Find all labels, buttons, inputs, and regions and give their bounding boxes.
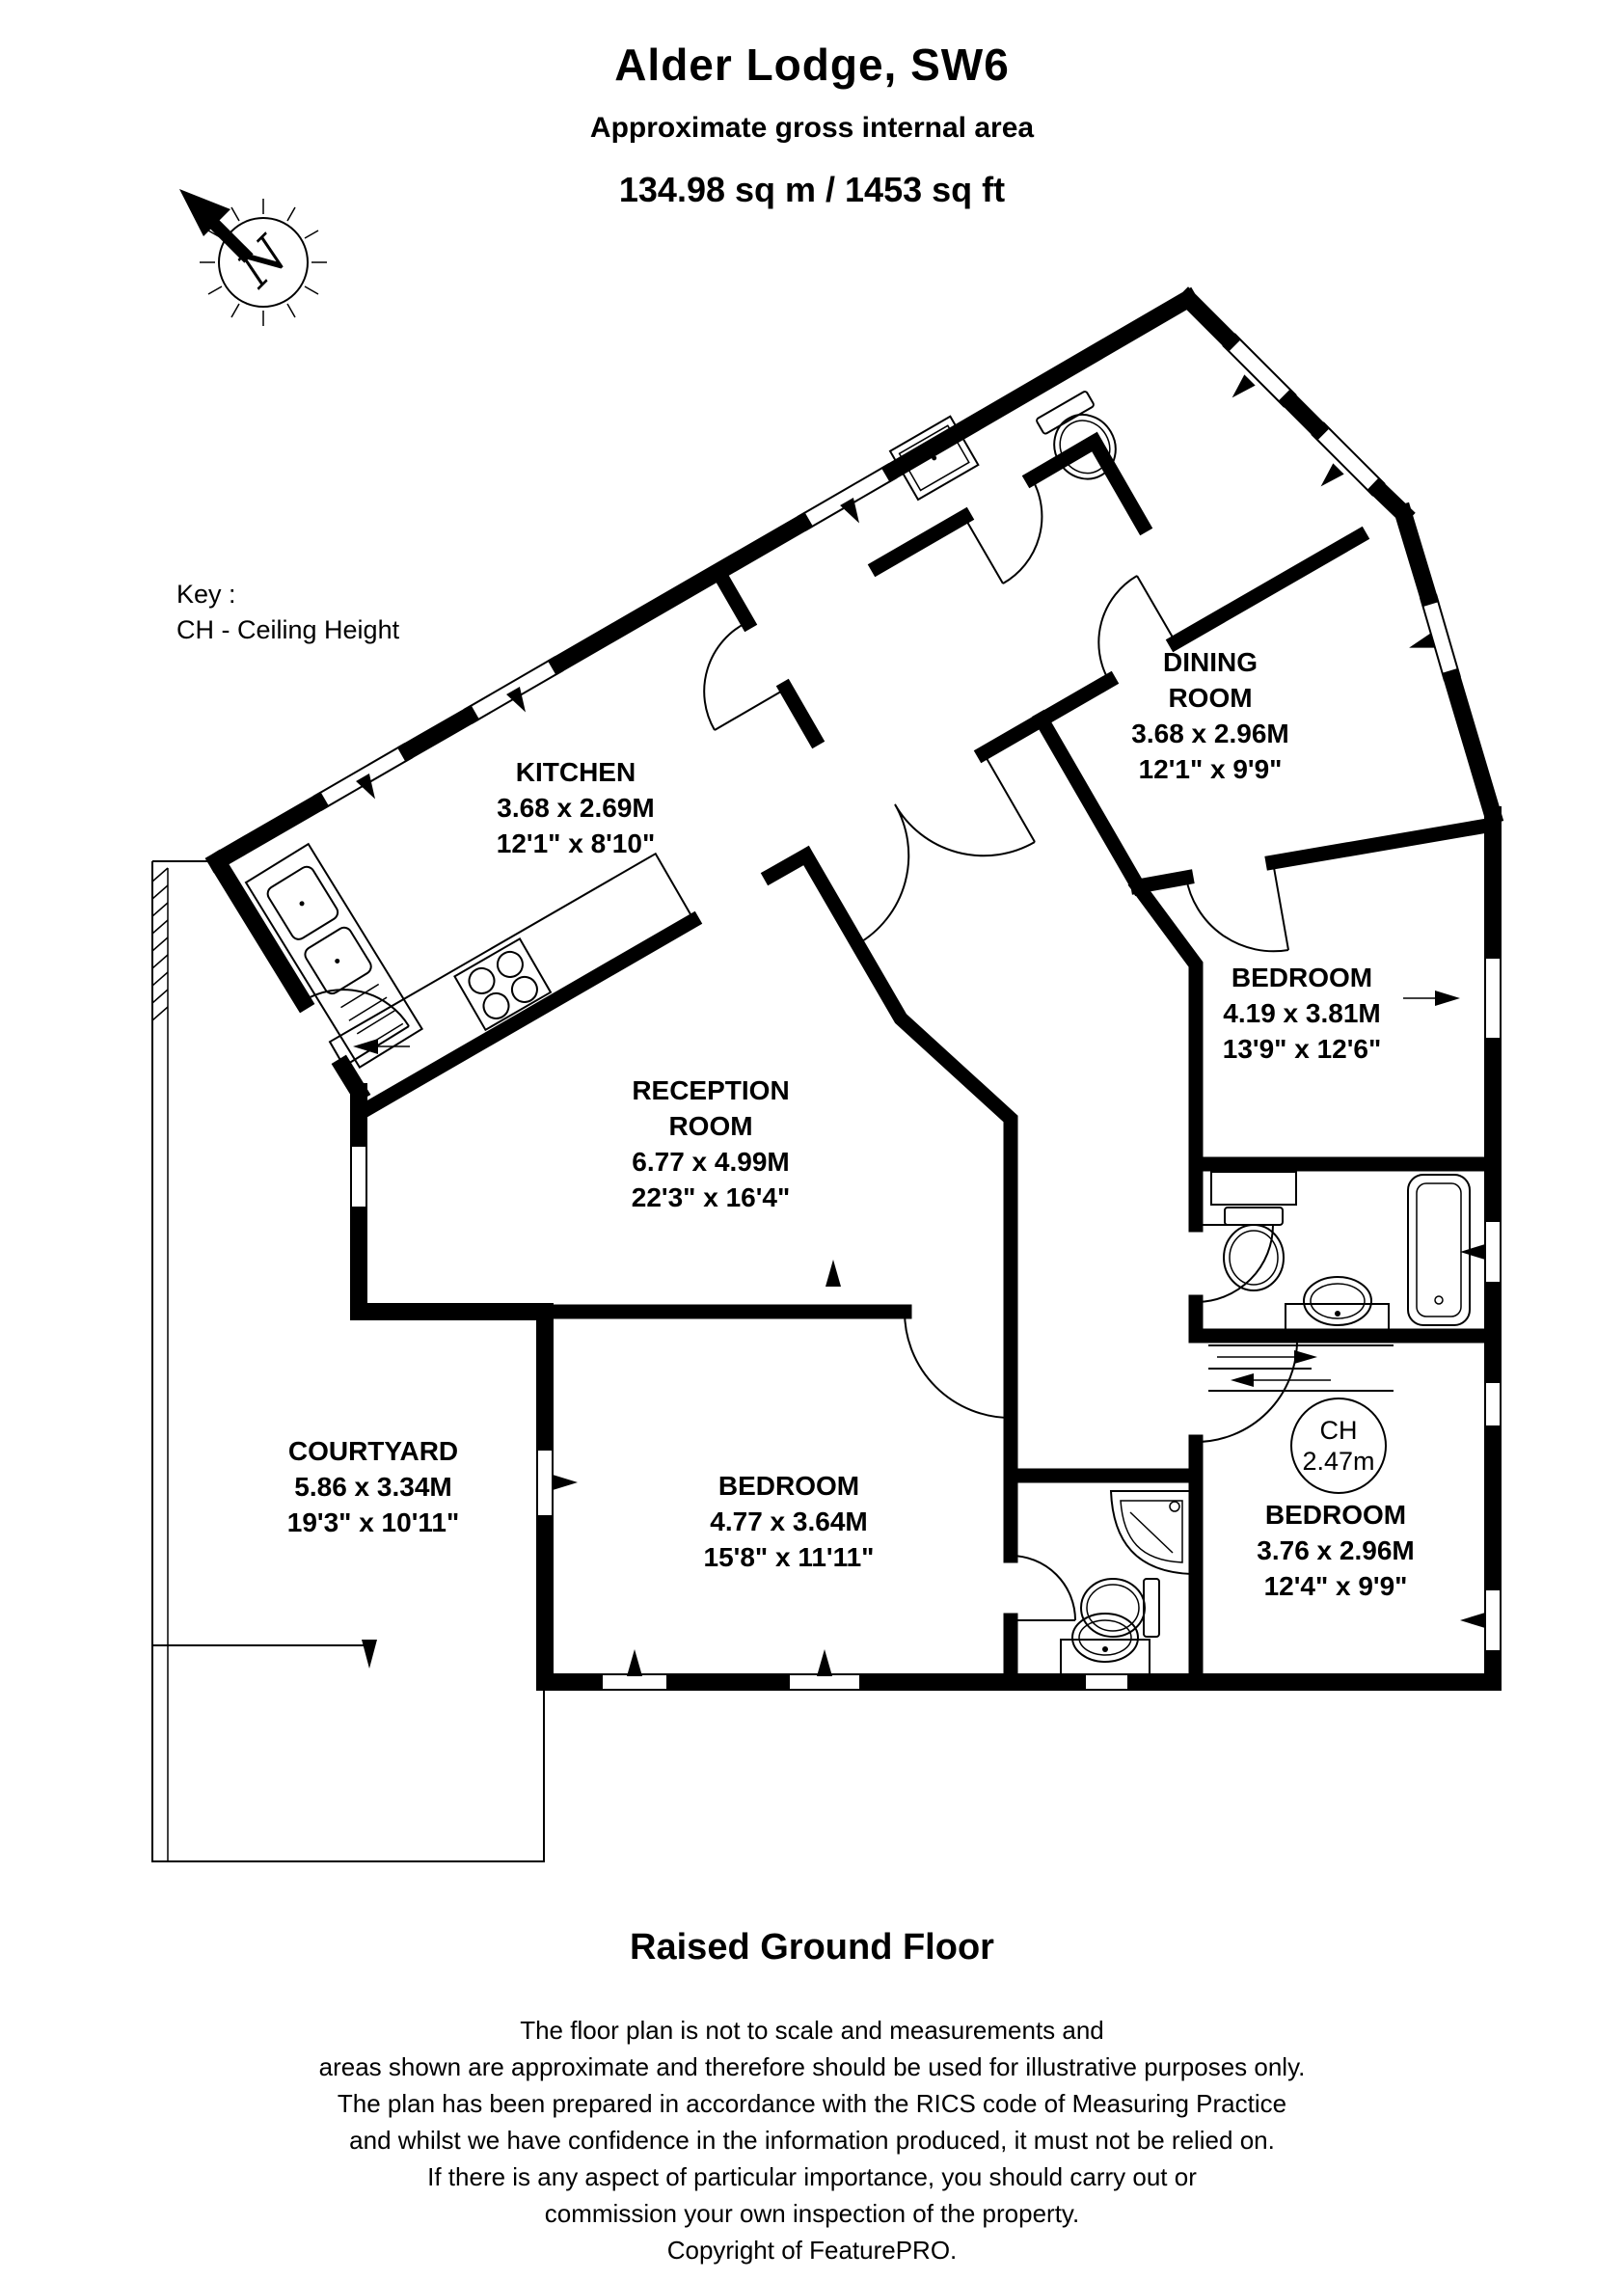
ceiling-height-badge: CH 2.47m [1290,1398,1387,1494]
room-label-dining-room: DINING ROOM 3.68 x 2.96M 12'1" x 9'9" [1131,647,1289,784]
page-subtitle: Approximate gross internal area [589,112,1035,144]
disclaimer: The floor plan is not to scale and measu… [0,2012,1624,2268]
room-label-reception-room: RECEPTION ROOM 6.77 x 4.99M 22'3" x 16'4… [631,1075,791,1212]
room-label-kitchen: KITCHEN 3.68 x 2.69M 12'1" x 8'10" [496,757,656,858]
bathroom1-fixtures [1210,1171,1471,1336]
wc-vanity [888,415,980,502]
courtyard-outline [151,860,545,1862]
door-arcs [302,477,1298,1621]
bathroom2-fixtures [1060,1490,1193,1682]
room-label-bedroom-right: BEDROOM 4.19 x 3.81M 13'9" x 12'6" [1222,963,1382,1064]
gross-internal-area: 134.98 sq m / 1453 sq ft [618,170,1006,209]
room-label-bedroom-bottom-right: BEDROOM 3.76 x 2.96M 12'4" x 9'9" [1257,1500,1415,1601]
key-legend: Key : CH - Ceiling Height [176,577,399,648]
interior-walls [351,431,1502,1690]
page-title: Alder Lodge, SW6 [614,40,1010,90]
steps [1208,1344,1394,1392]
floor-name: Raised Ground Floor [630,1927,994,1968]
key-title: Key : [176,580,236,609]
room-label-bedroom-middle: BEDROOM 4.77 x 3.64M 15'8" x 11'11" [703,1471,875,1572]
wc-toilet [1036,391,1117,480]
kitchen-counter-hob [328,852,694,1107]
marker-arrows [353,374,1485,1676]
kitchen-counter-sink [244,842,424,1070]
room-label-courtyard: COURTYARD 5.86 x 3.34M 19'3" x 10'11" [286,1436,460,1537]
copyright: Copyright of FeaturePRO. [666,2236,958,2265]
key-ceiling-height: CH - Ceiling Height [176,615,400,644]
compass-north-letter: N [226,226,300,300]
compass-icon: N [179,189,327,326]
